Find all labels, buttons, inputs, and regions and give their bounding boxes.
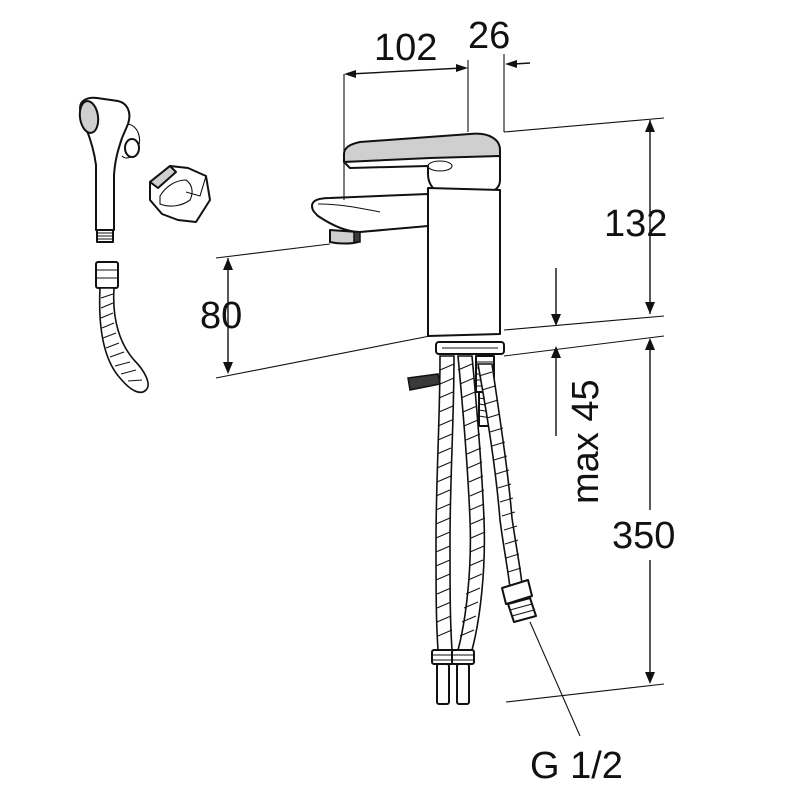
- shower-holder: [149, 165, 211, 223]
- dim-spout-reach: 102: [374, 27, 437, 69]
- hand-shower: [78, 96, 141, 243]
- dim-connection-thread: G 1/2: [530, 745, 623, 787]
- shower-hose: [95, 261, 149, 394]
- supply-hoses: [431, 355, 537, 705]
- faucet-body: [311, 132, 501, 337]
- dim-height-above-deck: 132: [604, 203, 667, 245]
- dimension-lines: [215, 54, 665, 737]
- dim-spout-height: 80: [200, 295, 242, 337]
- dim-max-deck-thickness: max 45: [565, 379, 607, 504]
- dim-hose-length: 350: [612, 515, 675, 557]
- dim-body-offset: 26: [468, 15, 510, 57]
